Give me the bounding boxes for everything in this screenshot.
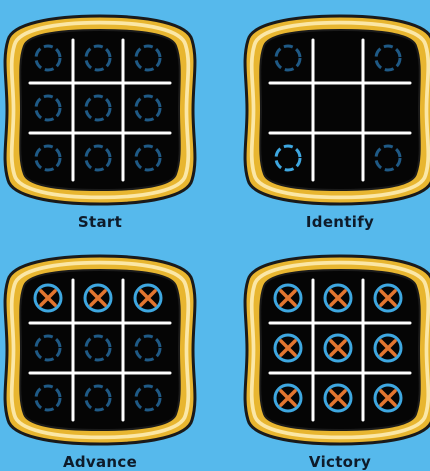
- board-identify: [240, 10, 430, 210]
- caption-identify: Identify: [240, 213, 430, 231]
- panel-victory: Victory: [240, 250, 430, 450]
- panel-start: Start: [0, 10, 200, 210]
- panel-advance: Advance: [0, 250, 200, 450]
- caption-victory: Victory: [240, 453, 430, 471]
- caption-advance: Advance: [0, 453, 200, 471]
- board-surface: [20, 30, 180, 190]
- board-start: [0, 10, 200, 210]
- caption-start: Start: [0, 213, 200, 231]
- board-victory: [240, 250, 430, 450]
- board-surface: [260, 30, 420, 190]
- panel-identify: Identify: [240, 10, 430, 210]
- board-advance: [0, 250, 200, 450]
